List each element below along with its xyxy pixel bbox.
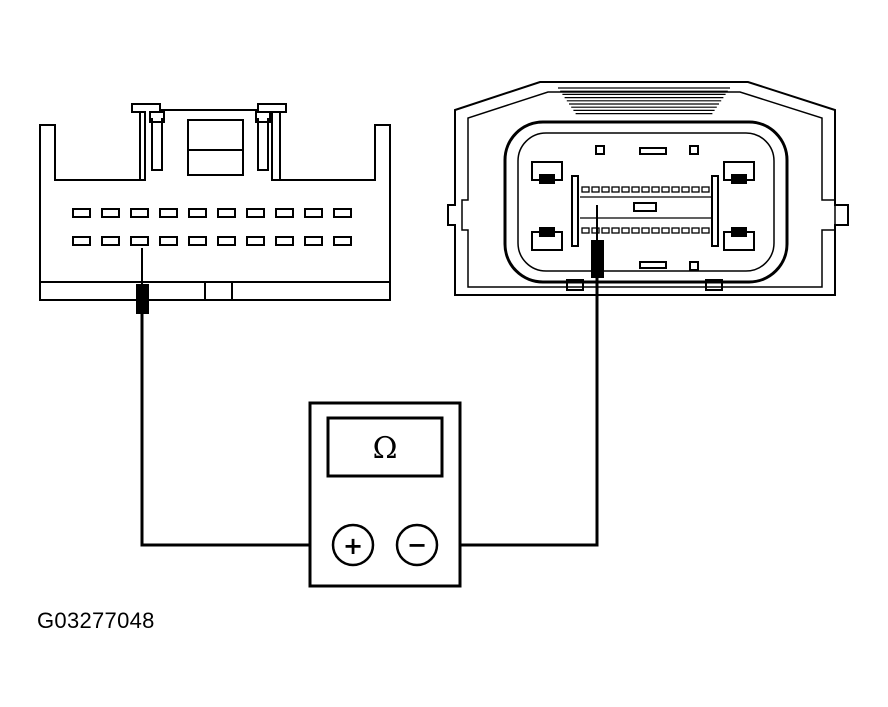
terminal-slot <box>581 227 590 234</box>
terminal-slot <box>661 227 670 234</box>
pin-cavity <box>72 236 91 246</box>
pin-cavity <box>101 236 120 246</box>
terminal-slot <box>631 186 640 193</box>
negative-lead-wire <box>437 278 599 547</box>
terminal-slot <box>661 186 670 193</box>
left-connector-pins <box>72 208 352 246</box>
pin-cavity <box>130 236 149 246</box>
pin-cavity <box>188 208 207 218</box>
right-connector-terminals <box>580 186 712 234</box>
left-probe <box>136 248 149 314</box>
pin-cavity <box>275 236 294 246</box>
negative-terminal <box>395 523 439 567</box>
positive-symbol: + <box>343 532 363 560</box>
pin-cavity <box>188 236 207 246</box>
right-connector-grille <box>558 87 730 115</box>
terminal-slot <box>621 227 630 234</box>
terminal-slot <box>621 186 630 193</box>
multimeter-display <box>326 416 444 478</box>
pin-cavity <box>304 208 323 218</box>
terminal-slot <box>601 227 610 234</box>
terminal-slot <box>611 186 620 193</box>
pin-cavity <box>304 236 323 246</box>
left-connector <box>39 103 391 301</box>
terminal-slot <box>671 186 680 193</box>
terminal-slot <box>651 227 660 234</box>
pin-cavity <box>130 208 149 218</box>
pin-cavity <box>275 208 294 218</box>
terminal-slot <box>581 186 590 193</box>
pin-cavity <box>159 236 178 246</box>
pin-cavity <box>101 208 120 218</box>
pin-cavity <box>246 236 265 246</box>
pin-cavity <box>217 236 236 246</box>
terminal-slot <box>591 186 600 193</box>
terminal-slot <box>681 186 690 193</box>
multimeter: Ω + − <box>308 401 462 588</box>
right-connector <box>447 81 849 296</box>
pin-cavity <box>72 208 91 218</box>
right-connector-latches <box>531 145 755 271</box>
terminal-slot <box>691 227 700 234</box>
pin-cavity <box>217 208 236 218</box>
pin-cavity <box>333 208 352 218</box>
terminal-slot <box>591 227 600 234</box>
terminal-slot <box>601 186 610 193</box>
right-probe <box>591 205 604 278</box>
terminal-slot <box>701 186 710 193</box>
terminal-slot <box>641 227 650 234</box>
terminal-slot <box>701 227 710 234</box>
terminal-slot <box>691 186 700 193</box>
terminal-slot <box>681 227 690 234</box>
terminal-slot <box>611 227 620 234</box>
terminal-slot <box>641 186 650 193</box>
pin-cavity <box>333 236 352 246</box>
terminal-slot <box>671 227 680 234</box>
positive-terminal <box>331 523 375 567</box>
pin-cavity <box>159 208 178 218</box>
positive-lead-wire <box>140 314 334 547</box>
pin-cavity <box>246 208 265 218</box>
negative-symbol: − <box>407 531 427 559</box>
terminal-slot <box>631 227 640 234</box>
figure-id: G03277048 <box>37 608 155 633</box>
ohm-symbol: Ω <box>373 431 398 466</box>
terminal-slot <box>651 186 660 193</box>
